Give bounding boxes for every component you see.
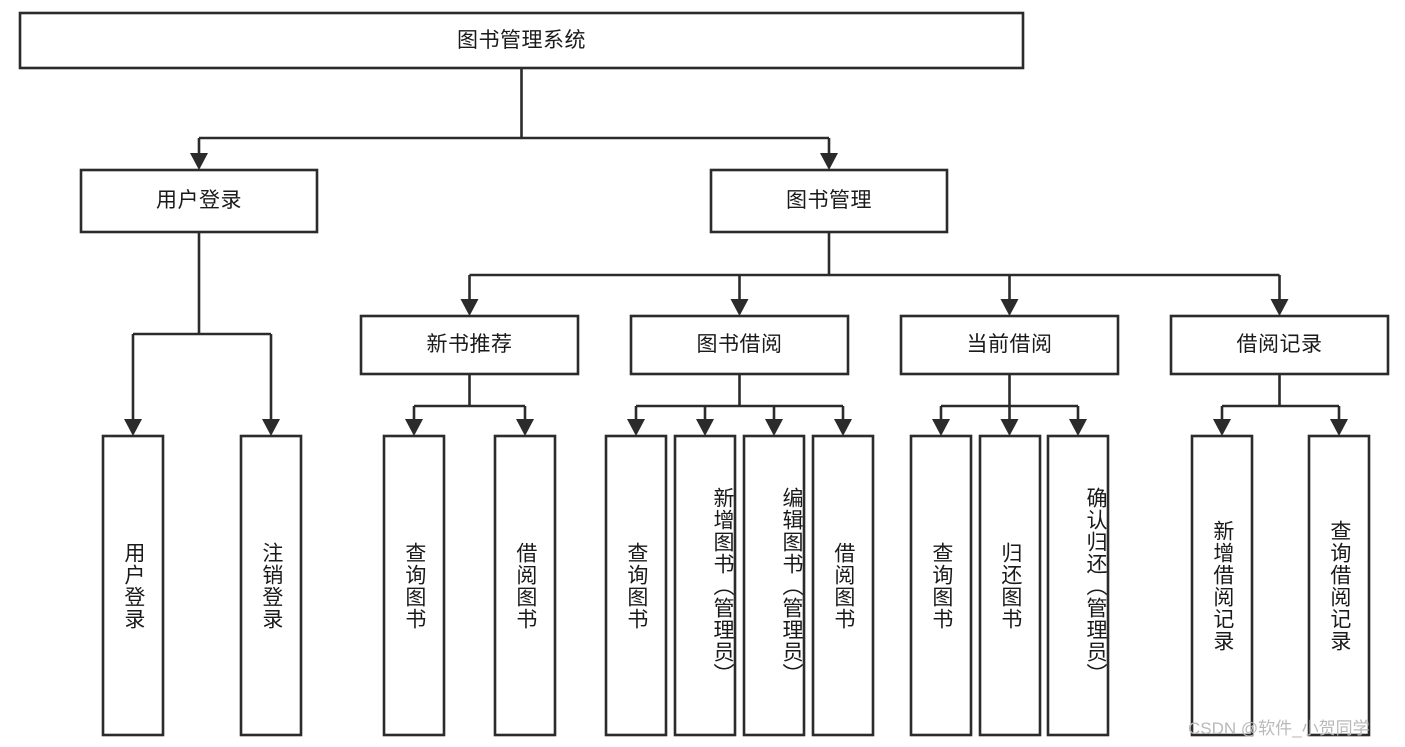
node-box-root[interactable] (18, 11, 1025, 70)
node-box-leaf-add-record[interactable] (1190, 434, 1254, 737)
connector-root-to-level1 (190, 68, 838, 170)
node-box-leaf-user-login[interactable] (101, 434, 165, 737)
node-box-leaf-confirm-return[interactable] (1046, 434, 1110, 737)
node-box-leaf-borrow-book-1[interactable] (493, 434, 557, 737)
node-box-leaf-edit-book[interactable] (742, 434, 806, 737)
node-box-user-login[interactable] (79, 168, 319, 234)
node-box-book-management[interactable] (709, 168, 949, 234)
node-box-leaf-logout-login[interactable] (239, 434, 303, 737)
connector-borrowrecord-to-leaves (1213, 374, 1348, 436)
node-box-current-borrow[interactable] (899, 314, 1120, 376)
connector-bookborrow-to-leaves (627, 374, 852, 436)
node-box-leaf-query-book-1[interactable] (382, 434, 446, 737)
node-box-leaf-query-book-3[interactable] (909, 434, 973, 737)
node-box-leaf-return-book[interactable] (978, 434, 1042, 737)
connector-bookmgmt-to-level2 (460, 232, 1289, 316)
node-box-leaf-query-book-2[interactable] (604, 434, 668, 737)
connector-newbook-to-leaves (405, 374, 534, 436)
node-box-book-borrow[interactable] (629, 314, 850, 376)
node-box-leaf-add-book[interactable] (673, 434, 737, 737)
node-box-leaf-query-record[interactable] (1307, 434, 1371, 737)
node-box-borrow-record[interactable] (1169, 314, 1390, 376)
connector-currentborrow-to-leaves (932, 374, 1087, 436)
connector-userlogin-to-leaves (124, 232, 280, 436)
node-box-new-book-recommend[interactable] (359, 314, 580, 376)
node-box-leaf-borrow-book-2[interactable] (811, 434, 875, 737)
